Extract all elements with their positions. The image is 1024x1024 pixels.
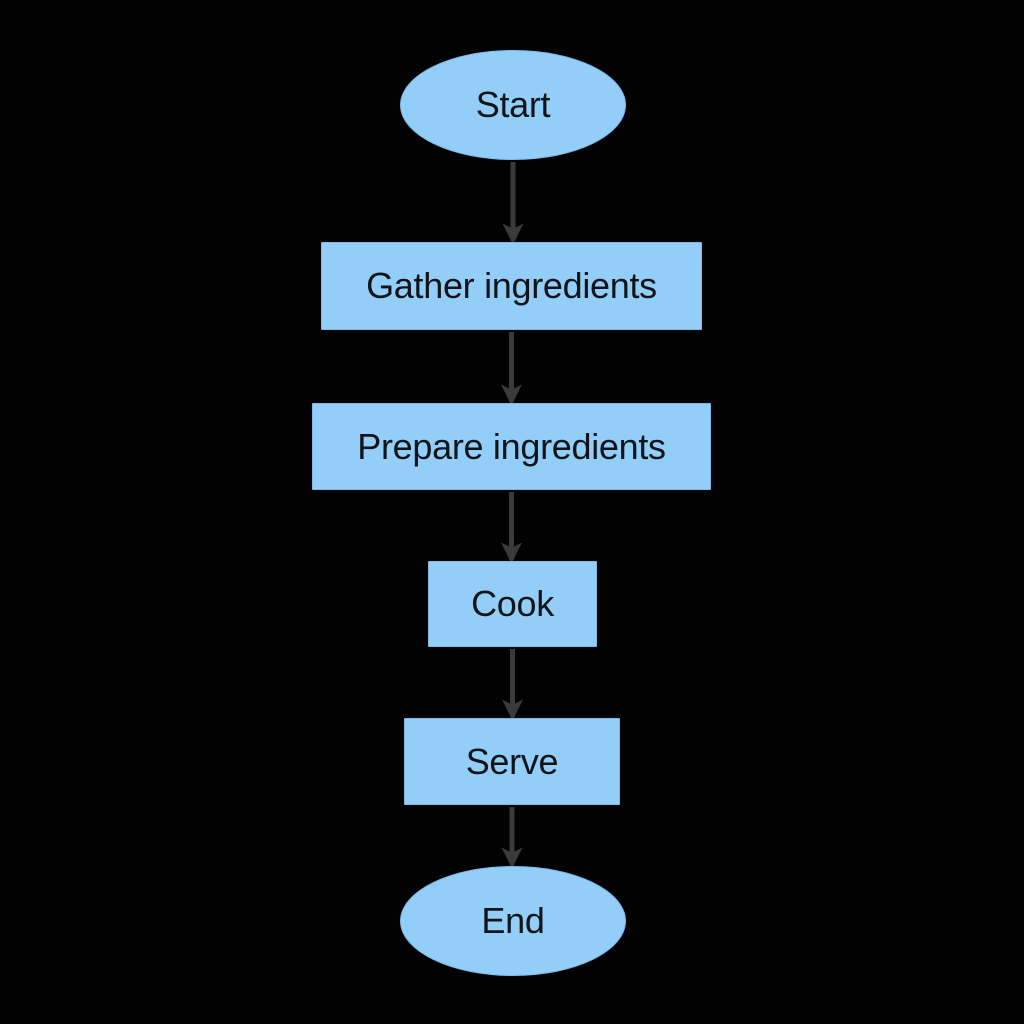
- node-gather-ingredients: Gather ingredients: [321, 242, 702, 330]
- node-label: Prepare ingredients: [357, 425, 666, 467]
- node-label: End: [481, 900, 545, 941]
- node-cook: Cook: [428, 561, 597, 647]
- node-end: End: [400, 866, 626, 976]
- node-label: Cook: [471, 583, 554, 624]
- node-prepare-ingredients: Prepare ingredients: [312, 403, 711, 490]
- node-label: Serve: [465, 740, 559, 782]
- node-serve: Serve: [404, 718, 620, 805]
- node-label: Gather ingredients: [366, 265, 657, 306]
- node-label: Start: [475, 84, 551, 125]
- node-start: Start: [400, 50, 626, 160]
